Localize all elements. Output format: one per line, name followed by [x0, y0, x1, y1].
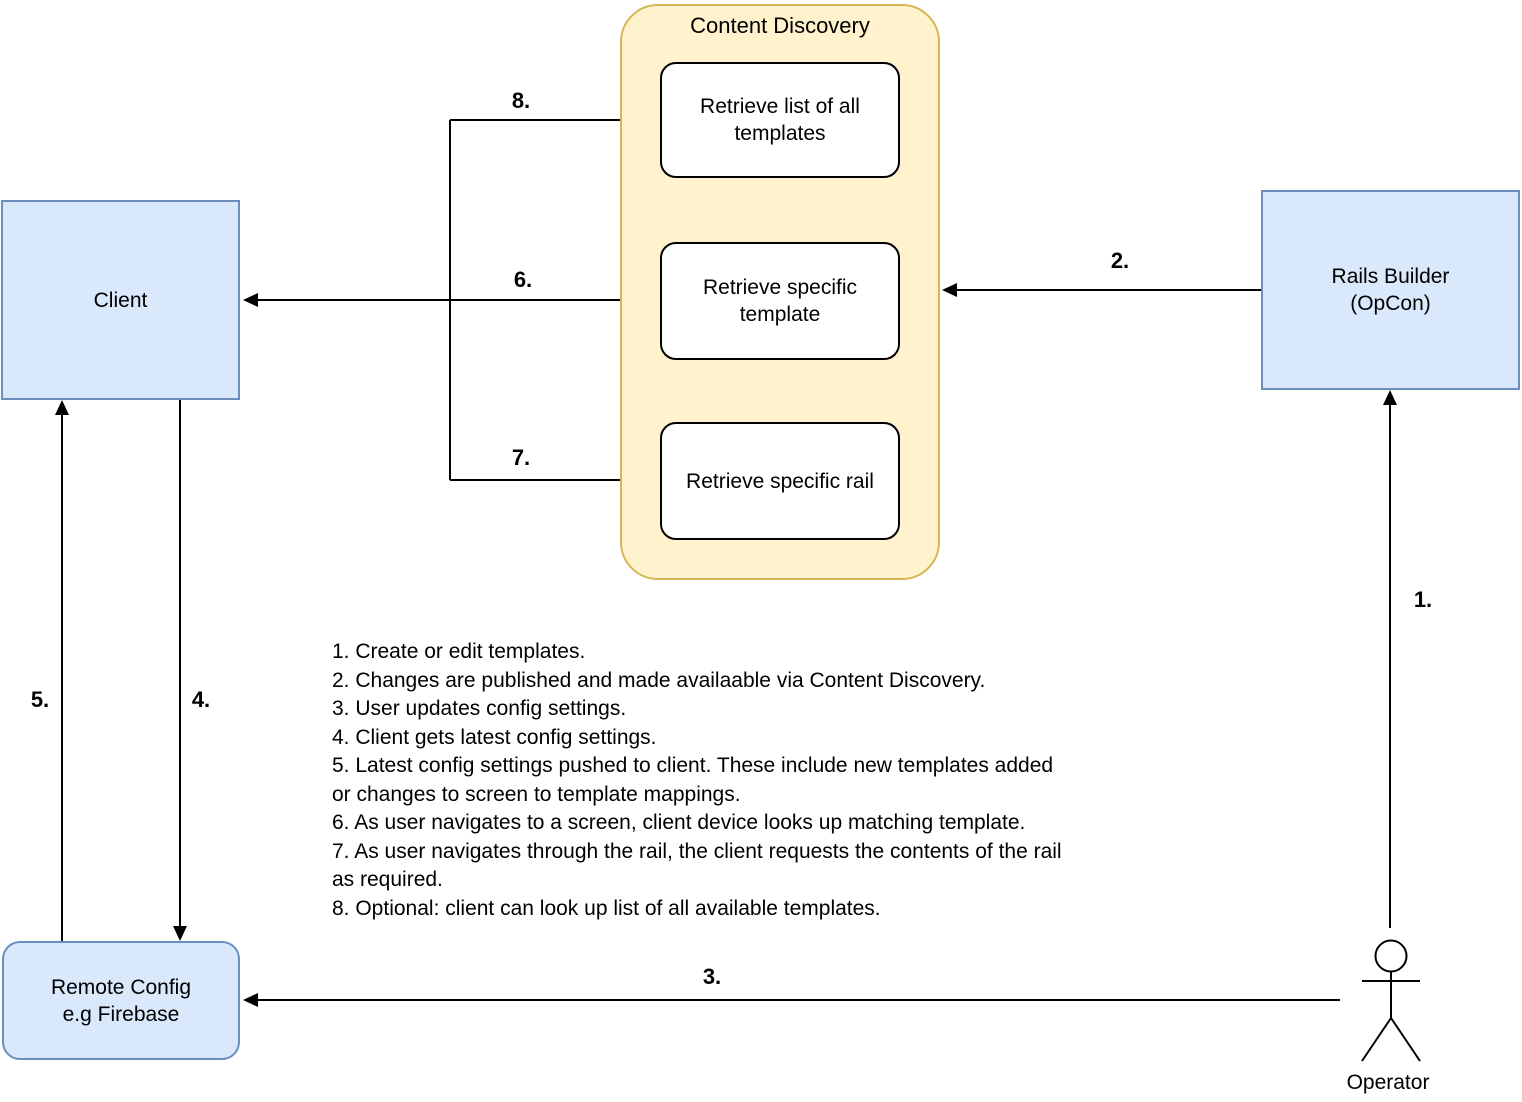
retrieve-specific-rail-box: Retrieve specific rail: [660, 422, 900, 540]
content-discovery-title: Content Discovery: [690, 13, 870, 38]
arrow-2-head-icon: [942, 283, 957, 297]
arrow-5-head-icon: [55, 400, 69, 415]
note-item-7: 7. As user navigates through the rail, t…: [332, 839, 1062, 892]
arrow-4-head-icon: [173, 926, 187, 941]
note-item-1: 1. Create or edit templates.: [332, 640, 586, 663]
note-item-2: 2. Changes are published and made availa…: [332, 668, 986, 692]
client-node: Client: [1, 200, 240, 400]
retrieve-specific-template-box: Retrieve specific template: [660, 242, 900, 360]
note-item-3: 3. User updates config settings.: [332, 697, 627, 720]
arrow-to-client-head-icon: [243, 293, 258, 307]
retrieve-specific-rail-label: Retrieve specific rail: [686, 469, 874, 493]
arrow-3-head-icon: [243, 993, 258, 1007]
remote-config-label: Remote Config e.g Firebase: [50, 975, 192, 1026]
arrow-1-label: 1.: [1413, 587, 1433, 612]
arrow-5-label: 5.: [30, 687, 50, 712]
note-item-5: 5. Latest config settings pushed to clie…: [332, 754, 1054, 806]
arrow-6-label: 6.: [513, 267, 533, 292]
operator-label: Operator: [1346, 1071, 1430, 1094]
operator-actor-icon: [1361, 939, 1421, 1062]
note-item-4: 4. Client gets latest config settings.: [332, 725, 657, 749]
remote-config-node: Remote Config e.g Firebase: [2, 941, 240, 1060]
arrow-1-head-icon: [1383, 390, 1397, 405]
rails-builder-node: Rails Builder (OpCon): [1261, 190, 1520, 390]
retrieve-list-of-all-templates-label: Retrieve list of all templates: [700, 95, 860, 145]
notes-list: 1. Create or edit templates. 2. Changes …: [332, 638, 1222, 923]
retrieve-specific-template-label: Retrieve specific template: [702, 276, 858, 326]
arrow-8-label: 8.: [511, 88, 531, 113]
rails-builder-label: Rails Builder (OpCon): [1331, 265, 1450, 315]
note-item-8: 8. Optional: client can look up list of …: [332, 896, 881, 920]
client-label: Client: [93, 288, 148, 312]
arrow-4-label: 4.: [191, 687, 211, 712]
note-item-6: 6. As user navigates to a screen, client…: [332, 811, 1026, 834]
arrow-2-label: 2.: [1110, 248, 1130, 273]
retrieve-list-of-all-templates-box: Retrieve list of all templates: [660, 62, 900, 178]
arrow-7-label: 7.: [511, 445, 531, 470]
arrow-3-label: 3.: [702, 964, 722, 989]
